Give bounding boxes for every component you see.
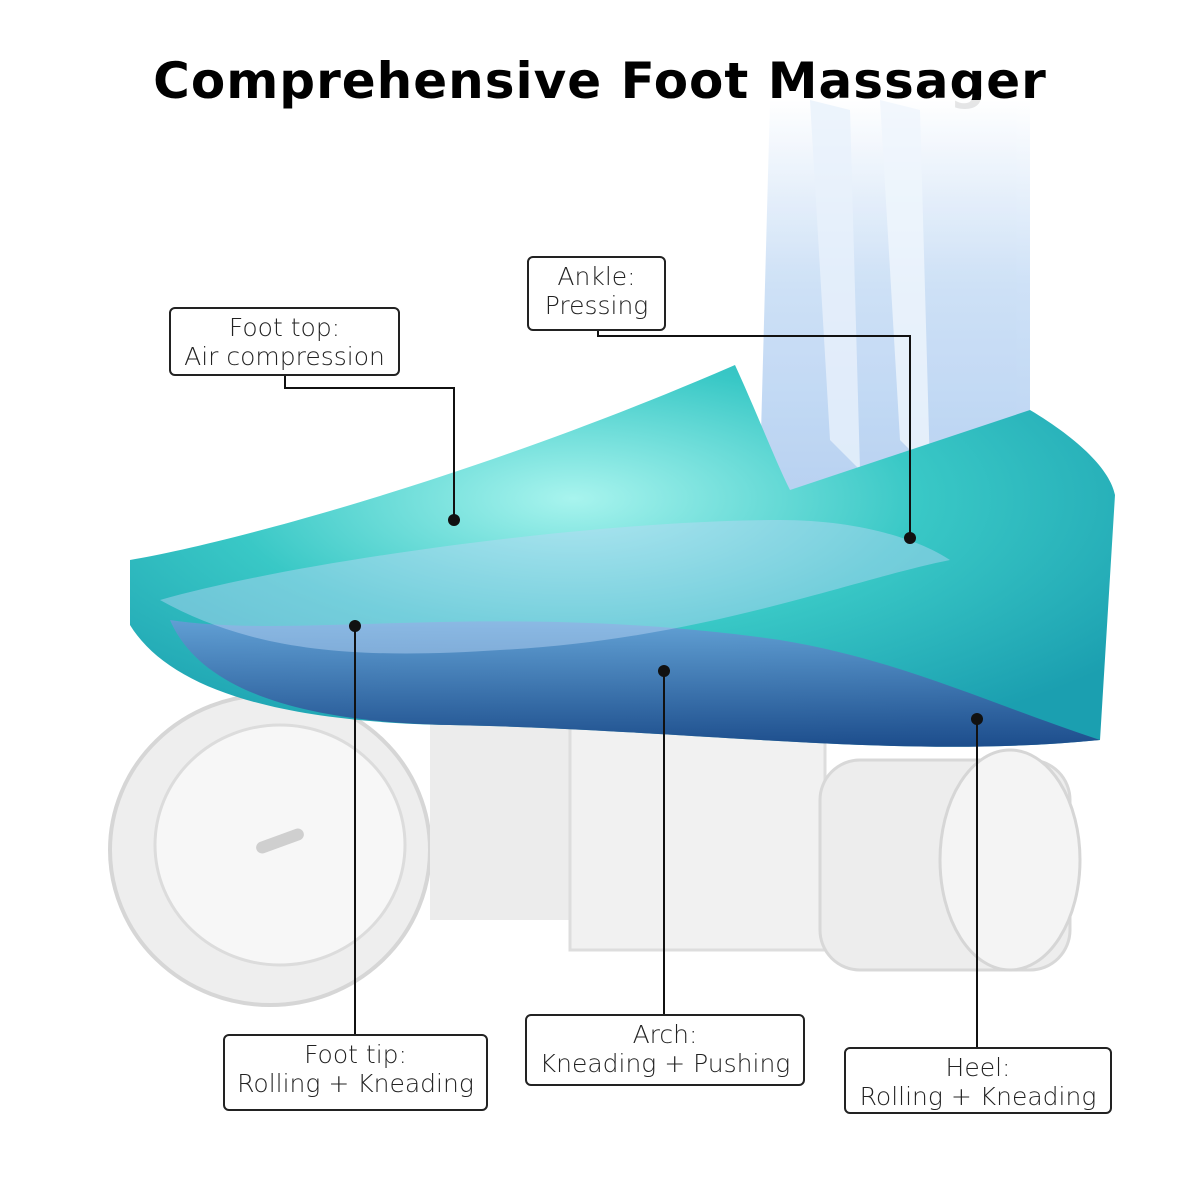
callout-ankle-desc: Pressing bbox=[544, 291, 649, 320]
callout-foot-tip-desc: Rolling + Kneading bbox=[237, 1069, 474, 1098]
foot-top-dot bbox=[448, 514, 460, 526]
leader-lines bbox=[284, 330, 978, 1048]
callout-foot-tip: Foot tip: Rolling + Kneading bbox=[223, 1034, 488, 1111]
heel-dot bbox=[971, 713, 983, 725]
ankle-dot bbox=[904, 532, 916, 544]
callout-foot-top-desc: Air compression bbox=[184, 342, 385, 371]
callout-heel-desc: Rolling + Kneading bbox=[859, 1082, 1097, 1111]
callout-ankle-title: Ankle: bbox=[557, 262, 636, 291]
callout-heel-title: Heel: bbox=[945, 1053, 1011, 1082]
callout-arch-title: Arch: bbox=[632, 1020, 698, 1049]
foot-tip-dot bbox=[349, 620, 361, 632]
sole bbox=[170, 620, 1100, 747]
massager-device bbox=[108, 693, 1082, 1007]
callout-arch: Arch: Kneading + Pushing bbox=[525, 1014, 805, 1086]
callout-arch-desc: Kneading + Pushing bbox=[539, 1049, 791, 1078]
arch-dot bbox=[658, 665, 670, 677]
callout-foot-top-title: Foot top: bbox=[228, 313, 341, 342]
callout-heel: Heel: Rolling + Kneading bbox=[844, 1047, 1112, 1114]
callout-foot-tip-title: Foot tip: bbox=[304, 1040, 407, 1069]
callout-ankle: Ankle: Pressing bbox=[527, 256, 666, 331]
callout-foot-top: Foot top: Air compression bbox=[169, 307, 400, 376]
